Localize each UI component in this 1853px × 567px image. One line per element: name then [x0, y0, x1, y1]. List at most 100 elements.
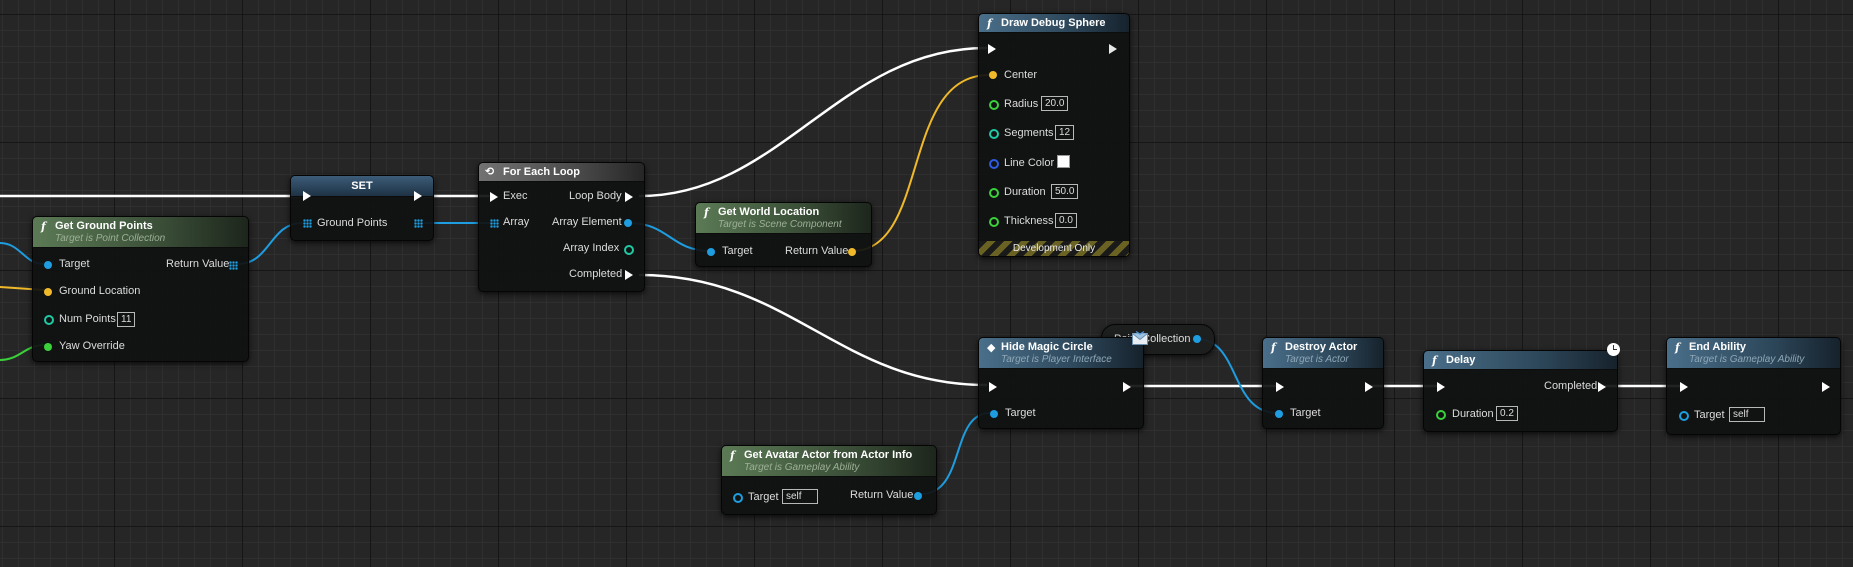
target-label: Target [748, 491, 779, 503]
duration-label: Duration [1452, 408, 1494, 420]
duration-value[interactable]: 0.2 [1496, 406, 1518, 421]
return-value-label: Return Value [785, 245, 849, 257]
target-pin[interactable] [44, 261, 52, 269]
center-label: Center [1004, 69, 1038, 81]
array-index-label: Array Index [563, 242, 620, 254]
node-subtitle: Target is Actor [1285, 354, 1349, 365]
thickness-label: Thickness [1004, 215, 1054, 227]
node-title: Get Ground Points [55, 220, 153, 232]
completed-pin[interactable] [1598, 382, 1606, 392]
duration-value[interactable]: 50.0 [1051, 184, 1079, 199]
get-avatar-actor-node[interactable]: f Get Avatar Actor from Actor Info Targe… [721, 445, 937, 515]
development-only-banner: Development Only [979, 241, 1129, 256]
array-label: Array [503, 216, 530, 228]
delay-header: f Delay [1424, 351, 1617, 370]
node-title: Destroy Actor [1285, 341, 1358, 353]
return-value-label: Return Value [850, 489, 914, 501]
interface-icon: ◆ [987, 341, 996, 354]
thickness-pin[interactable] [989, 217, 999, 227]
array-in-pin[interactable] [490, 219, 499, 228]
return-value-pin[interactable] [914, 492, 922, 500]
get-world-location-node[interactable]: f Get World Location Target is Scene Com… [695, 202, 872, 267]
target-pin[interactable] [1679, 411, 1689, 421]
get-ground-points-node[interactable]: f Get Ground Points Target is Point Coll… [32, 216, 249, 362]
delay-node[interactable]: f Delay Completed Duration 0.2 [1423, 343, 1620, 432]
return-value-label: Return Value [166, 258, 230, 270]
target-pin[interactable] [990, 410, 998, 418]
num-points-label: Num Points [59, 313, 116, 325]
exec-in-pin[interactable] [988, 44, 996, 54]
return-value-pin[interactable] [229, 261, 238, 270]
set-node[interactable]: SET Ground Points [290, 175, 434, 241]
yaw-override-pin[interactable] [44, 343, 52, 351]
line-color-swatch[interactable] [1057, 155, 1070, 168]
completed-label: Completed [569, 268, 623, 280]
target-value[interactable]: self [1729, 407, 1765, 422]
hide-magic-circle-node[interactable]: ◆ Hide Magic Circle Target is Player Int… [978, 337, 1144, 429]
node-subtitle: Target is Gameplay Ability [1689, 354, 1805, 365]
completed-pin[interactable] [625, 270, 633, 280]
center-pin[interactable] [989, 71, 997, 79]
ground-points-in-pin[interactable] [303, 219, 312, 228]
radius-value[interactable]: 20.0 [1041, 96, 1069, 111]
exec-out-pin[interactable] [1365, 382, 1373, 392]
node-title: Draw Debug Sphere [1001, 17, 1106, 29]
draw-debug-sphere-node[interactable]: f Draw Debug Sphere Center Radius 20.0 S… [978, 13, 1130, 257]
exec-in-pin[interactable] [303, 191, 311, 201]
loop-body-pin[interactable] [625, 192, 633, 202]
exec-in-pin[interactable] [1437, 382, 1445, 392]
exec-label: Exec [503, 190, 528, 202]
exec-in-pin[interactable] [490, 192, 498, 202]
end-ability-node[interactable]: f End Ability Target is Gameplay Ability… [1666, 337, 1841, 435]
num-points-value[interactable]: 11 [117, 312, 136, 327]
data-wire-location-to-center [851, 74, 990, 252]
target-label: Target [59, 258, 90, 270]
exec-in-pin[interactable] [1276, 382, 1284, 392]
array-element-label: Array Element [552, 216, 622, 228]
array-element-pin[interactable] [624, 219, 632, 227]
node-subtitle: Target is Gameplay Ability [744, 462, 860, 473]
target-label: Target [1290, 407, 1321, 419]
exec-out-pin-outline [1109, 44, 1117, 54]
target-pin[interactable] [1275, 410, 1283, 418]
line-color-pin[interactable] [989, 159, 999, 169]
return-value-pin[interactable] [848, 248, 856, 256]
node-title: Get Avatar Actor from Actor Info [744, 449, 913, 461]
line-color-label: Line Color [1004, 157, 1055, 169]
function-icon: f [1432, 354, 1437, 367]
target-label: Target [1694, 409, 1725, 421]
for-each-loop-node[interactable]: ⟲ For Each Loop Exec Loop Body Array Arr… [478, 162, 645, 292]
duration-pin[interactable] [989, 188, 999, 198]
completed-label: Completed [1544, 380, 1598, 392]
num-points-pin[interactable] [44, 315, 54, 325]
node-title: Get World Location [718, 206, 820, 218]
function-icon: f [1675, 341, 1680, 354]
exec-wire-completed-to-hidecircle [638, 273, 988, 387]
set-node-title: SET [351, 180, 373, 192]
hide-magic-circle-header: ◆ Hide Magic Circle Target is Player Int… [979, 338, 1143, 369]
destroy-actor-node[interactable]: f Destroy Actor Target is Actor Target [1262, 337, 1384, 429]
ground-location-label: Ground Location [59, 285, 141, 297]
exec-out-pin[interactable] [414, 191, 422, 201]
target-pin[interactable] [707, 248, 715, 256]
exec-out-pin[interactable] [1822, 382, 1830, 392]
array-index-pin[interactable] [624, 245, 634, 255]
segments-value[interactable]: 12 [1055, 125, 1075, 140]
point-collection-out-pin[interactable] [1193, 335, 1201, 343]
function-icon: f [987, 17, 992, 30]
exec-in-pin[interactable] [1680, 382, 1688, 392]
ground-location-pin[interactable] [44, 288, 52, 296]
target-pin[interactable] [733, 493, 743, 503]
exec-in-pin[interactable] [989, 382, 997, 392]
thickness-value[interactable]: 0.0 [1055, 213, 1077, 228]
node-subtitle: Target is Scene Component [718, 219, 842, 230]
destroy-actor-header: f Destroy Actor Target is Actor [1263, 338, 1383, 369]
node-title: For Each Loop [503, 166, 580, 178]
end-ability-header: f End Ability Target is Gameplay Ability [1667, 338, 1840, 369]
segments-pin[interactable] [989, 129, 999, 139]
exec-out-pin[interactable] [1123, 382, 1131, 392]
target-value[interactable]: self [782, 489, 818, 504]
ground-points-out-pin[interactable] [414, 219, 423, 228]
duration-pin[interactable] [1436, 410, 1446, 420]
radius-pin[interactable] [989, 100, 999, 110]
